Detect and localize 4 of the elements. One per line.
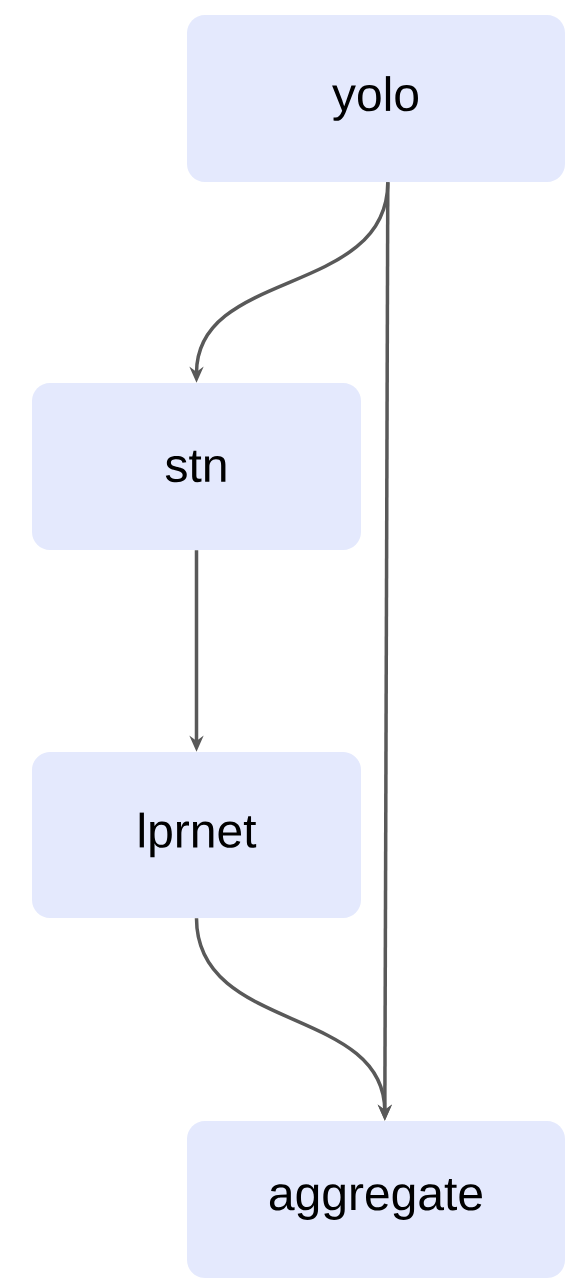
process-box: lprnet (32, 752, 361, 918)
process-box: stn (32, 383, 361, 550)
process-box: yolo (187, 15, 565, 182)
process-box: aggregate (187, 1121, 565, 1278)
